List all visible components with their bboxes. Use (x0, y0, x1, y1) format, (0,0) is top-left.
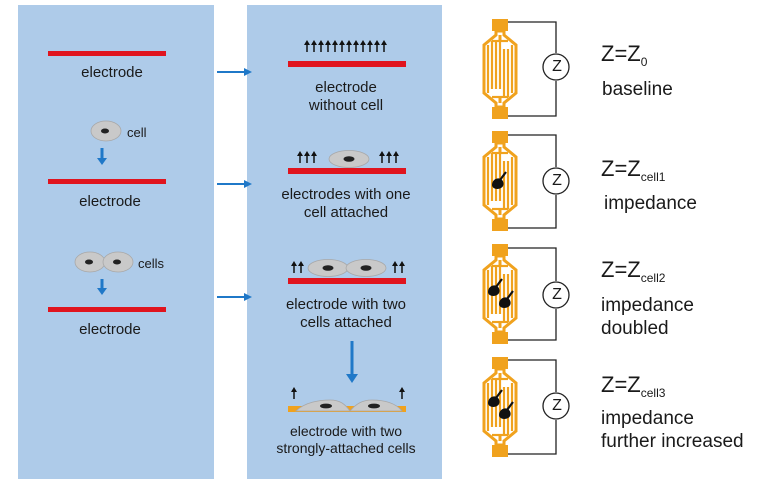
step1-text-2: without cell (308, 97, 384, 114)
arrowhead-down-2 (97, 288, 107, 295)
electrode-bar-2 (48, 179, 166, 184)
field-arrows-4 (290, 386, 406, 400)
circuit-1 (482, 17, 570, 121)
formula-3: Z=Zcell2 (601, 257, 666, 285)
mid-electrode-1 (288, 61, 406, 67)
flat-cell-b (349, 399, 403, 412)
step4-text-1: electrode with two (289, 423, 403, 439)
desc-1-line-1: baseline (602, 79, 673, 100)
z-symbol-2: Z (552, 172, 562, 189)
mid-electrode-3 (288, 278, 406, 284)
formula-4: Z=Zcell3 (601, 372, 666, 400)
arrowhead-down-1 (97, 158, 107, 165)
step4-text-2: strongly-attached cells (276, 440, 416, 456)
desc-2-line-1: impedance (604, 193, 697, 214)
step3-text-1: electrode with two (285, 296, 407, 313)
label-cells: cells (138, 256, 165, 271)
mid-cell-2b (345, 259, 387, 277)
flat-cell-a (295, 399, 351, 412)
label-electrode-2: electrode (79, 193, 141, 210)
formula-2: Z=Zcell1 (601, 156, 666, 184)
cell-single (90, 120, 122, 142)
electrode-bar-1 (48, 51, 166, 56)
desc-3-line-1: impedance (601, 295, 694, 316)
desc-3-line-2: doubled (601, 318, 669, 339)
z-symbol-1: Z (552, 58, 562, 75)
z-symbol-4: Z (552, 397, 562, 414)
label-electrode-1: electrode (81, 64, 143, 81)
mid-electrode-2 (288, 168, 406, 174)
step3-text-2: cells attached (300, 314, 392, 331)
electrode-bar-3 (48, 307, 166, 312)
z-symbol-3: Z (552, 286, 562, 303)
cell-pair-a (74, 251, 106, 273)
left-panel (18, 5, 214, 479)
step2-text-1: electrodes with one (281, 186, 411, 203)
mid-cell-2a (307, 259, 349, 277)
circuit-2 (482, 129, 570, 233)
field-arrows-1 (303, 39, 388, 53)
middle-panel (247, 5, 442, 479)
desc-4-line-1: impedance (601, 408, 694, 429)
cell-pair-b (102, 251, 134, 273)
step1-text-1: electrode (315, 79, 377, 96)
desc-4-line-2: further increased (601, 431, 744, 452)
step2-text-2: cell attached (303, 204, 389, 221)
mid-cell-1 (328, 150, 370, 168)
circuit-3 (482, 242, 570, 346)
label-electrode-3: electrode (79, 321, 141, 338)
arrowhead-down-mid (346, 374, 358, 383)
circuit-4 (482, 355, 570, 459)
formula-1: Z=Z0 (601, 41, 648, 69)
label-cell: cell (127, 125, 147, 140)
